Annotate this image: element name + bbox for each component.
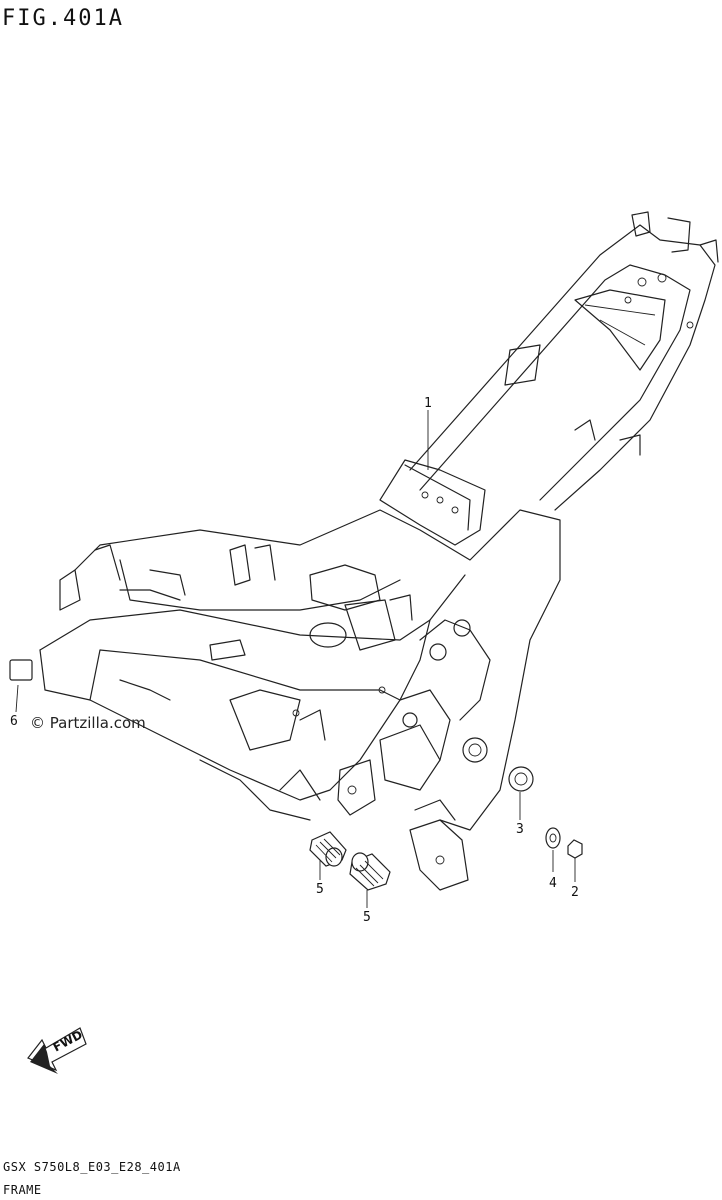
engine-mounts <box>337 689 488 891</box>
callout-2[interactable]: 2 <box>571 885 579 900</box>
figure-title: FIG.401A <box>2 6 124 31</box>
callout-5a[interactable]: 5 <box>316 882 324 897</box>
rear-subframe <box>409 211 719 511</box>
figure-caption: FRAME <box>3 1183 42 1197</box>
watermark: © Partzilla.com <box>30 714 146 732</box>
part-4-washer <box>545 827 561 872</box>
part-5-collar-a <box>309 831 347 880</box>
figure-code: GSX S750L8_E03_E28_401A <box>3 1160 181 1174</box>
part-6-pad <box>9 659 33 681</box>
callout-5b[interactable]: 5 <box>363 910 371 925</box>
part-5-collar-b <box>349 852 391 908</box>
leader-6 <box>15 684 19 713</box>
part-3-grommet <box>508 766 534 820</box>
seat-bracket <box>379 459 486 546</box>
callout-3[interactable]: 3 <box>516 822 524 837</box>
fwd-arrow <box>27 1027 87 1074</box>
callout-1[interactable]: 1 <box>424 396 432 411</box>
main-frame <box>39 509 561 831</box>
callout-6[interactable]: 6 <box>10 714 18 729</box>
part-2-bolt <box>567 839 583 882</box>
callout-4[interactable]: 4 <box>549 876 557 891</box>
